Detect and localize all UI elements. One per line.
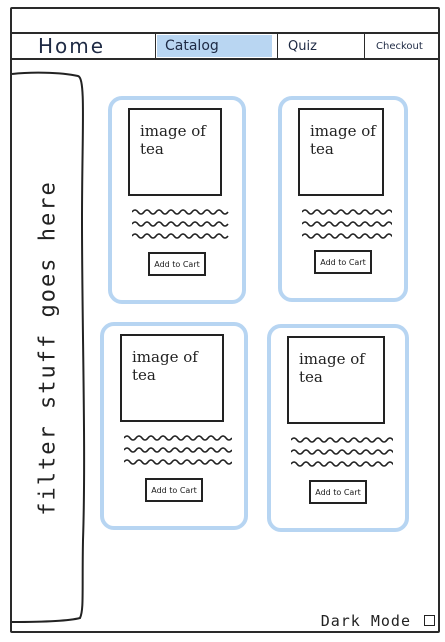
- product-image-label: image of tea: [299, 350, 365, 386]
- nav-divider: [277, 33, 278, 59]
- product-description-scribble: [291, 437, 393, 467]
- card-border: [267, 324, 409, 532]
- product-image-label: image of tea: [310, 122, 376, 158]
- product-image-placeholder: image of tea: [298, 108, 384, 196]
- nav-bottom-rule: [12, 58, 438, 60]
- nav-top-rule: [12, 32, 438, 34]
- product-image-placeholder: image of tea: [287, 336, 385, 424]
- nav-catalog[interactable]: Catalog: [157, 35, 272, 57]
- dark-mode-checkbox[interactable]: [424, 615, 435, 626]
- nav-quiz[interactable]: Quiz: [288, 38, 317, 54]
- product-image-placeholder: image of tea: [120, 334, 224, 422]
- sidebar-outline: [11, 71, 86, 623]
- nav-home[interactable]: Home: [38, 34, 106, 58]
- add-to-cart-button[interactable]: Add to Cart: [309, 480, 367, 504]
- product-image-label: image of tea: [140, 122, 206, 158]
- page-frame: [10, 7, 440, 633]
- add-to-cart-button[interactable]: Add to Cart: [314, 250, 372, 274]
- nav-divider: [364, 33, 365, 59]
- card-border: [100, 322, 248, 530]
- add-to-cart-button[interactable]: Add to Cart: [148, 252, 206, 276]
- nav-divider: [155, 33, 156, 59]
- dark-mode-label: Dark Mode: [320, 612, 411, 630]
- filter-sidebar: filter stuff goes here: [10, 70, 86, 626]
- product-description-scribble: [302, 209, 392, 239]
- product-image-label: image of tea: [132, 348, 198, 384]
- add-to-cart-button[interactable]: Add to Cart: [145, 478, 203, 502]
- product-description-scribble: [132, 209, 229, 239]
- sidebar-filter-label: filter stuff goes here: [35, 180, 61, 516]
- card-border: [278, 96, 408, 302]
- nav-checkout[interactable]: Checkout: [376, 40, 423, 52]
- card-border: [108, 96, 246, 304]
- product-image-placeholder: image of tea: [128, 108, 222, 196]
- product-description-scribble: [124, 435, 232, 465]
